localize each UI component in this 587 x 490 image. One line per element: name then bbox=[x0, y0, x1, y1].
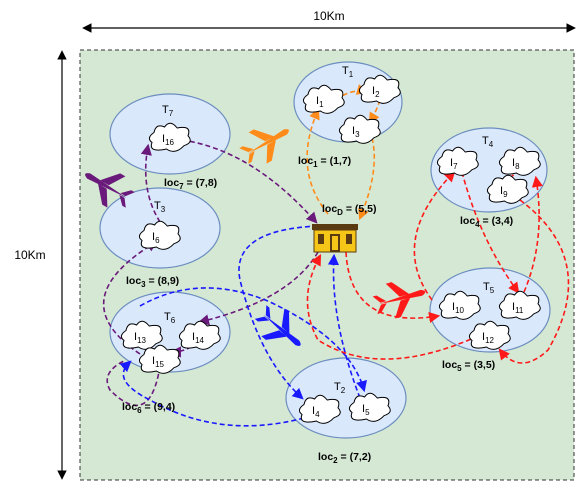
location-label-t5: loc5 = (3,5) bbox=[442, 359, 495, 373]
route-blue-i5-depot bbox=[327, 253, 361, 399]
task-label-i6: I6 bbox=[152, 231, 160, 245]
cluster-name-t3: T3 bbox=[154, 200, 166, 214]
route-blue-i4-i15 bbox=[119, 360, 305, 427]
cloud-icon bbox=[438, 290, 481, 320]
height-label: 10Km bbox=[14, 248, 45, 262]
cloud-icon bbox=[338, 114, 381, 144]
task-label-i7: I7 bbox=[450, 157, 458, 171]
route-purple-i15-loop bbox=[106, 359, 161, 407]
airplane-icon-purple bbox=[85, 173, 135, 208]
task-node-i11: I11 bbox=[498, 290, 541, 320]
route-blue-i15-i5 bbox=[139, 287, 367, 393]
route-red-i9-i12 bbox=[498, 199, 570, 364]
location-label-t3: loc3 = (8,9) bbox=[126, 275, 179, 289]
cluster-name-t4: T4 bbox=[482, 135, 494, 149]
route-red-depot-i10 bbox=[345, 251, 441, 323]
task-node-i8: I8 bbox=[498, 146, 541, 176]
cloud-icon bbox=[148, 122, 191, 152]
task-node-i10: I10 bbox=[438, 290, 481, 320]
cloud-icon bbox=[498, 146, 541, 176]
cloud-icon bbox=[358, 74, 401, 104]
task-node-i16: I16 bbox=[148, 122, 191, 152]
route-purple-i16-depot bbox=[181, 139, 318, 224]
location-label-t4: loc4 = (3,4) bbox=[460, 215, 513, 229]
task-node-i13: I13 bbox=[120, 320, 163, 350]
location-label-t7: loc7 = (7,8) bbox=[164, 177, 217, 191]
task-node-i14: I14 bbox=[178, 320, 221, 350]
task-label-i12: I12 bbox=[482, 331, 495, 345]
cluster-name-t6: T6 bbox=[164, 311, 176, 325]
cluster-t5 bbox=[429, 267, 551, 353]
task-label-i1: I1 bbox=[316, 95, 324, 109]
cloud-icon bbox=[468, 320, 511, 350]
task-label-i4: I4 bbox=[312, 405, 320, 419]
cloud-icon bbox=[486, 174, 529, 204]
cluster-t6 bbox=[109, 291, 231, 373]
location-label-t2: loc2 = (7,2) bbox=[318, 451, 371, 465]
route-red-i12-depot bbox=[306, 254, 479, 360]
route-red-i7-i11 bbox=[461, 171, 520, 294]
route-orange-depot-i1 bbox=[306, 107, 329, 215]
task-node-i5: I5 bbox=[348, 392, 391, 422]
depot bbox=[312, 224, 358, 253]
cloud-icon bbox=[436, 146, 479, 176]
building-icon bbox=[312, 224, 358, 253]
task-node-i6: I6 bbox=[138, 220, 181, 250]
cloud-icon bbox=[178, 320, 221, 350]
depot-location-label: locD = (5,5) bbox=[322, 203, 377, 217]
airplane-icon-blue bbox=[254, 305, 301, 346]
task-node-i7: I7 bbox=[436, 146, 479, 176]
cloud-icon bbox=[298, 394, 341, 424]
task-node-i1: I1 bbox=[302, 84, 345, 114]
cloud-icon bbox=[138, 344, 181, 374]
route-purple-depot-i14 bbox=[197, 251, 319, 326]
task-label-i13: I13 bbox=[134, 331, 147, 345]
location-label-t6: loc6 = (9,4) bbox=[122, 401, 175, 415]
task-label-i16: I16 bbox=[162, 133, 175, 147]
cloud-icon bbox=[120, 320, 163, 350]
task-label-i11: I11 bbox=[512, 301, 524, 315]
cloud-icon bbox=[302, 84, 345, 114]
task-label-i8: I8 bbox=[512, 157, 520, 171]
route-red-i10-i7 bbox=[413, 170, 456, 301]
task-label-i9: I9 bbox=[500, 185, 508, 199]
cluster-name-t5: T5 bbox=[483, 281, 495, 295]
task-node-i2: I2 bbox=[358, 74, 401, 104]
cluster-name-t1: T1 bbox=[342, 65, 354, 79]
task-label-i5: I5 bbox=[362, 403, 370, 417]
cloud-icon bbox=[498, 290, 541, 320]
route-orange-i3-depot bbox=[358, 137, 376, 221]
task-label-i2: I2 bbox=[372, 85, 380, 99]
route-red-i11-i8 bbox=[523, 175, 543, 293]
cluster-t2 bbox=[285, 357, 407, 439]
task-node-i4: I4 bbox=[298, 394, 341, 424]
cloud-icon bbox=[348, 392, 391, 422]
location-label-t1: loc1 = (1,7) bbox=[298, 155, 351, 169]
task-node-i12: I12 bbox=[468, 320, 511, 350]
task-label-i3: I3 bbox=[352, 125, 360, 139]
width-label: 10Km bbox=[313, 9, 344, 23]
task-node-i9: I9 bbox=[486, 174, 529, 204]
airplane-icon-orange bbox=[239, 129, 289, 164]
task-node-i3: I3 bbox=[338, 114, 381, 144]
cluster-name-t2: T2 bbox=[334, 381, 346, 395]
cluster-name-t7: T7 bbox=[162, 104, 174, 118]
task-label-i15: I15 bbox=[152, 355, 165, 369]
route-blue-depot-i4 bbox=[238, 225, 319, 400]
cloud-icon bbox=[138, 220, 181, 250]
task-label-i14: I14 bbox=[192, 331, 205, 345]
task-label-i10: I10 bbox=[452, 301, 465, 315]
airplane-icon-red bbox=[372, 282, 426, 319]
task-node-i15: I15 bbox=[138, 344, 181, 374]
